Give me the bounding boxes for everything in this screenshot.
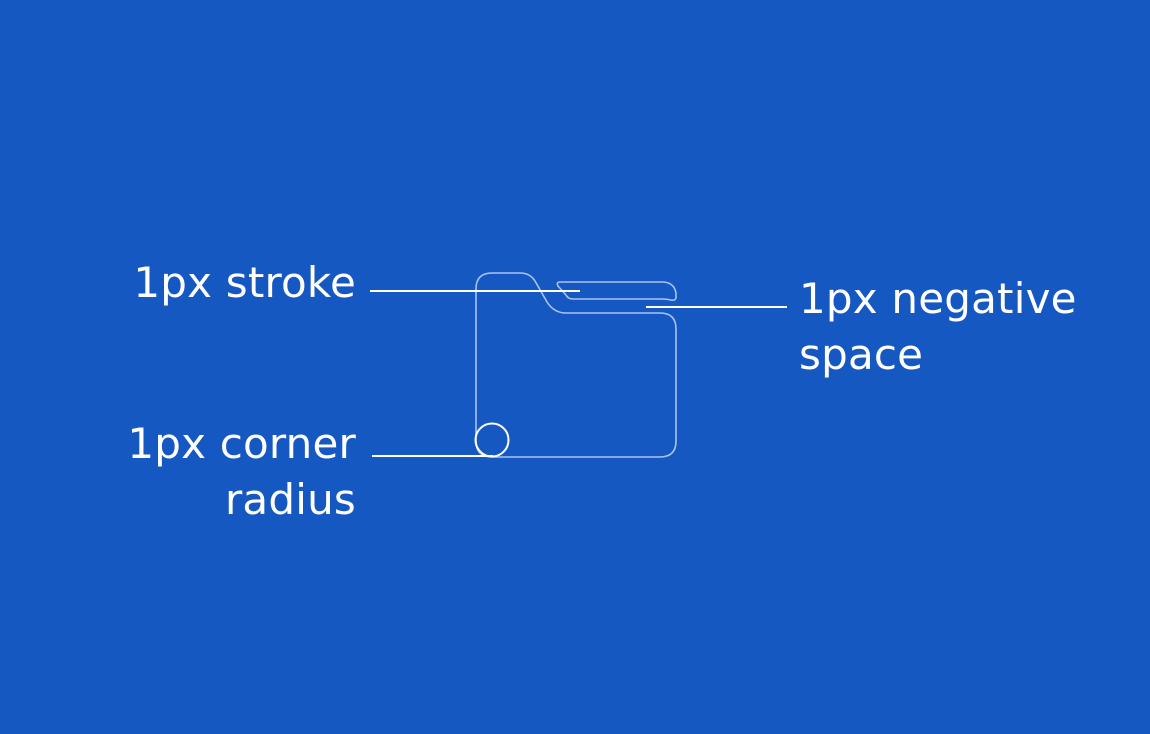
- annotation-text: 1px negative: [799, 274, 1077, 323]
- folder-body-outline: [475, 272, 677, 458]
- annotation-text: radius: [224, 475, 356, 524]
- corner-radius-circle: [474, 422, 510, 458]
- annotation-text: 1px corner: [127, 419, 356, 468]
- folder-icon: [475, 272, 677, 458]
- annotation-lines: [370, 290, 787, 458]
- annotation-label-negative-space: 1px negative space: [799, 271, 1077, 383]
- annotation-text: 1px stroke: [133, 258, 356, 307]
- annotation-text: space: [799, 330, 924, 379]
- folder-slot-outline: [556, 281, 677, 301]
- annotation-label-stroke: 1px stroke: [133, 255, 356, 311]
- annotation-label-corner-radius: 1px corner radius: [127, 416, 356, 528]
